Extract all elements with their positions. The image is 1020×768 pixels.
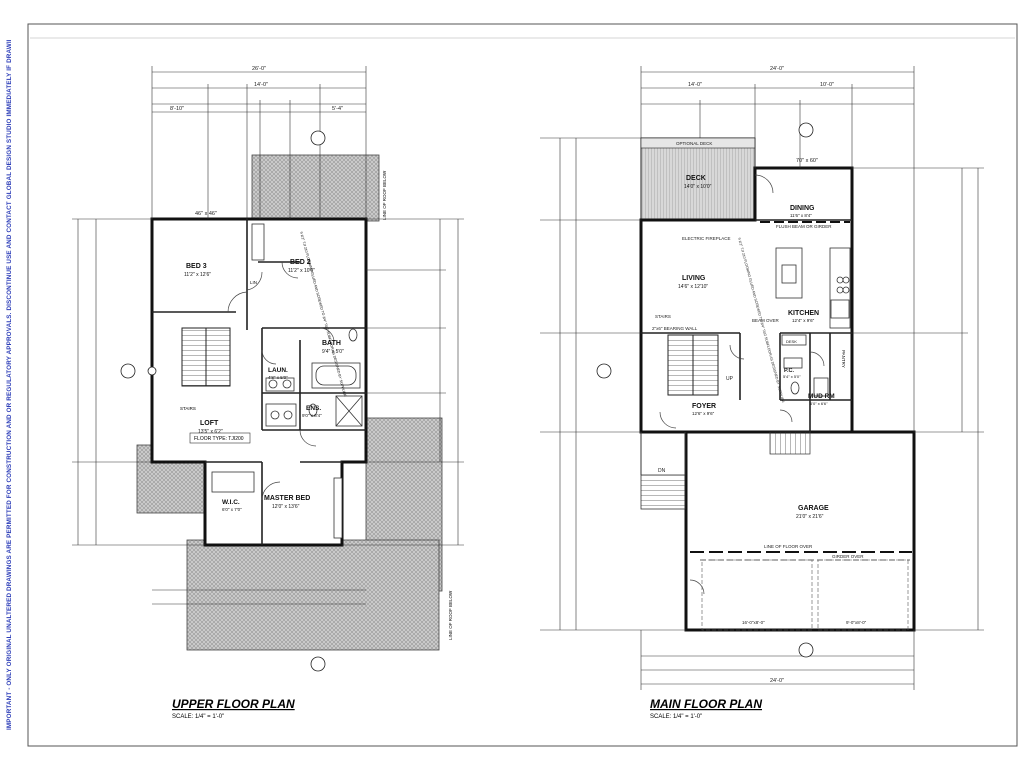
upper-dim-top-c: 5'-4" <box>332 106 343 112</box>
main-dimension-lines <box>540 66 984 690</box>
main-dn-label: DN <box>658 468 666 474</box>
upper-loft-size: 13'5" x 6'2" <box>198 429 223 435</box>
upper-dimension-lines <box>72 66 464 605</box>
main-optional-deck: OPTIONAL DECK <box>676 141 712 146</box>
upper-bed2-size: 11'2" x 10'6" <box>288 268 315 274</box>
main-entry-stairs <box>640 474 686 510</box>
main-dining-size: 11'6" x 8'4" <box>790 213 812 218</box>
main-floor-title: MAIN FLOOR PLAN <box>650 697 762 711</box>
main-garage-size: 21'0" x 21'6" <box>796 514 824 520</box>
upper-wic-name: W.I.C. <box>222 499 240 506</box>
upper-roof-below-bottom: LINE OF ROOF BELOW <box>448 590 453 640</box>
main-kitchen-size: 12'4" x 9'6" <box>792 318 815 323</box>
main-fireplace-note: ELECTRIC FIREPLACE <box>682 236 731 241</box>
main-foyer-name: FOYER <box>692 403 716 410</box>
main-dim-top-b: 10'-0" <box>820 82 834 88</box>
upper-floor-plan: 26'-0" 14'-0" 8'-10" 5'-4" 46" x 46" BED… <box>72 66 464 720</box>
upper-bath-name: BATH <box>322 340 341 347</box>
main-dim-overall: 24'-0" <box>770 66 784 72</box>
main-foyer-size: 12'6" x 9'6" <box>692 411 715 416</box>
upper-wic-size: 6'0" x 7'0" <box>222 507 242 512</box>
upper-floor-type: FLOOR TYPE: TJI200 <box>194 436 244 442</box>
upper-ens-toilet <box>308 403 318 417</box>
upper-bed3-name: BED 3 <box>186 263 207 270</box>
main-pc-sink <box>783 357 803 369</box>
main-interior-walls <box>641 219 852 432</box>
upper-dim-top-b: 8'-10" <box>170 106 184 112</box>
main-garage-door-b <box>817 559 909 631</box>
main-floor-over-note: LINE OF FLOOR OVER <box>764 544 813 549</box>
upper-bath-toilet <box>348 328 358 342</box>
upper-roof-top <box>251 154 380 222</box>
upper-bed2-name: BED 2 <box>290 259 311 266</box>
upper-floor-type-box <box>189 432 251 444</box>
main-floor-scale: SCALE: 1/4" = 1'-0" <box>650 714 702 720</box>
upper-ens-vanity <box>265 403 297 427</box>
upper-ens-size: 9'0" x 8'4" <box>302 413 322 418</box>
main-door-swings <box>659 174 825 595</box>
main-up-label: UP <box>726 376 734 382</box>
upper-floor-title: UPPER FLOOR PLAN <box>172 697 295 711</box>
main-stairs-label: STAIRS <box>655 314 671 319</box>
upper-stairs-label: STAIRS <box>180 406 196 411</box>
upper-floor-scale: SCALE: 1/4" = 1'-0" <box>172 714 224 720</box>
main-pc-size: 5'4" x 5'0" <box>783 374 801 379</box>
upper-ens-name: ENS. <box>306 405 321 412</box>
upper-bed3-size: 11'2" x 12'6" <box>184 272 211 278</box>
upper-dimension-text: 26'-0" 14'-0" 8'-10" 5'-4" 46" x 46" <box>170 66 343 217</box>
main-deck-name: DECK <box>686 175 706 182</box>
upper-fixtures <box>211 223 363 539</box>
main-flush-beam-note: FLUSH BEAM OR GIRDER <box>776 224 832 229</box>
upper-loft-name: LOFT <box>200 420 219 427</box>
upper-bath-size: 9'4" x 5'0" <box>322 349 344 355</box>
upper-laun-size: 4'8" x 5'0" <box>268 375 288 380</box>
main-door-a-note: 16'-0"x8'-0" <box>742 620 765 625</box>
upper-interior-walls <box>152 219 366 545</box>
upper-master-wardrobe <box>333 477 343 539</box>
main-pc-name: P.C. <box>784 368 794 374</box>
main-living-size: 14'6" x 12'10" <box>678 284 708 290</box>
main-fridge <box>830 299 850 319</box>
upper-laun-name: LAUN. <box>268 367 288 374</box>
main-door-b-note: 9'-0"x8'-0" <box>846 620 867 625</box>
upper-dim-overall: 26'-0" <box>252 66 266 72</box>
main-desk-name: DESK <box>786 339 797 344</box>
main-dining-name: DINING <box>790 205 815 212</box>
main-window-dining: 70" x 60" <box>796 158 818 164</box>
main-garage-name: GARAGE <box>798 505 829 512</box>
main-mudrm-name: MUD RM <box>808 393 835 400</box>
upper-door-swings <box>227 261 335 501</box>
main-dim-top-a: 14'-0" <box>688 82 702 88</box>
main-pc-toilet <box>790 381 800 395</box>
upper-window-top: 46" x 46" <box>195 211 217 217</box>
main-kitchen-name: KITCHEN <box>788 310 819 317</box>
upper-linen-name: LIN <box>250 280 257 285</box>
upper-closet <box>251 223 265 261</box>
upper-master-name: MASTER BED <box>264 495 310 502</box>
main-deck-size: 14'0" x 10'0" <box>684 184 712 190</box>
main-beam-over-note: BEAM OVER <box>752 318 780 323</box>
main-desk <box>781 334 807 346</box>
main-girder-over-note: GIRDER OVER <box>832 554 864 559</box>
main-floor-plan: 24'-0" 14'-0" 10'-0" 24'-0" 70" x 60" DE… <box>540 66 984 720</box>
main-mud-bench <box>813 377 829 397</box>
upper-master-size: 12'0" x 13'6" <box>272 504 300 510</box>
main-garage-door-a <box>701 559 813 631</box>
upper-wic-shelf <box>211 471 255 493</box>
sheet-border <box>27 23 1018 747</box>
upper-roof-below-right: LINE OF ROOF BELOW <box>382 170 387 220</box>
main-garage-wall <box>684 430 916 632</box>
upper-section-markers <box>120 130 326 672</box>
upper-dim-top-a: 14'-0" <box>254 82 268 88</box>
main-living-name: LIVING <box>682 275 706 282</box>
main-dim-bottom: 24'-0" <box>770 678 784 684</box>
main-garage-stair <box>769 431 811 455</box>
main-mudrm-size: 6'0" x 6'6" <box>810 401 828 406</box>
main-pantry-name: PANTRY <box>841 350 846 368</box>
upper-roof-bottom <box>186 539 440 651</box>
main-bearing-wall-note: 2"x6" BEARING WALL <box>652 326 698 331</box>
main-kitchen-fixtures <box>775 247 851 397</box>
main-section-markers <box>596 122 814 658</box>
